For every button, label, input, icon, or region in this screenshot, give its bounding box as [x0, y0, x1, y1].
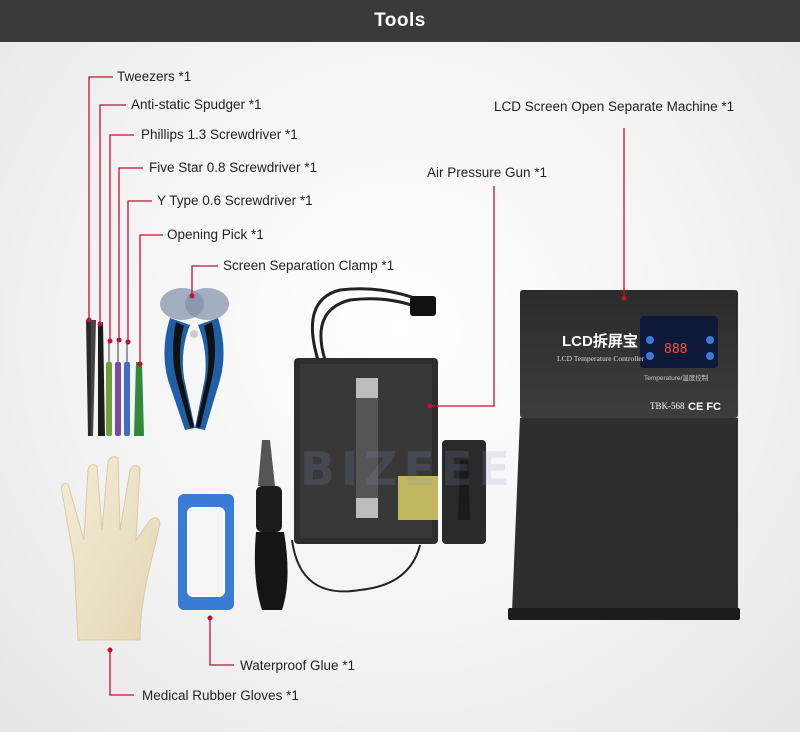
label-y-type-screwdriver: Y Type 0.6 Screwdriver *1	[157, 193, 313, 208]
label-tweezers: Tweezers *1	[117, 69, 192, 84]
pointer-lines	[88, 76, 625, 696]
clamp-item	[160, 288, 229, 430]
machine-model-text: TBK-568	[650, 401, 685, 411]
label-air-pressure-gun: Air Pressure Gun *1	[427, 165, 548, 180]
spudger-item	[98, 322, 105, 436]
label-medical-rubber-gloves: Medical Rubber Gloves *1	[142, 688, 299, 703]
watermark-logo: BIZEEE	[300, 442, 516, 496]
label-opening-pick: Opening Pick *1	[167, 227, 264, 242]
machine-subtitle-text: LCD Temperature Controller	[557, 354, 645, 363]
waterproof-glue-item	[178, 494, 234, 610]
page-header: Tools	[0, 0, 800, 42]
label-screen-separation-clamp: Screen Separation Clamp *1	[223, 258, 395, 273]
label-lcd-separate-machine: LCD Screen Open Separate Machine *1	[494, 99, 735, 114]
y-type-screwdriver-item	[124, 340, 130, 436]
label-five-star-screwdriver: Five Star 0.8 Screwdriver *1	[149, 160, 318, 175]
five-star-screwdriver-item	[115, 338, 121, 436]
machine-certification-marks: CE FC	[688, 401, 721, 413]
page-title: Tools	[374, 10, 426, 31]
machine-temp-label: Temperature/温度控制	[644, 373, 709, 382]
tweezers-item	[86, 320, 96, 436]
opening-pick-item	[134, 362, 144, 436]
pointer-dots	[86, 293, 627, 653]
phillips-screwdriver-item	[106, 340, 112, 436]
label-spudger: Anti-static Spudger *1	[131, 97, 262, 112]
label-waterproof-glue: Waterproof Glue *1	[240, 658, 356, 673]
machine-brand-text: LCD拆屏宝	[562, 332, 638, 350]
gloves-item	[61, 456, 161, 641]
label-phillips-screwdriver: Phillips 1.3 Screwdriver *1	[141, 127, 298, 142]
air-pressure-gun-item	[254, 287, 486, 610]
lcd-machine-item	[508, 290, 740, 620]
machine-temperature-display: 888	[664, 342, 687, 357]
